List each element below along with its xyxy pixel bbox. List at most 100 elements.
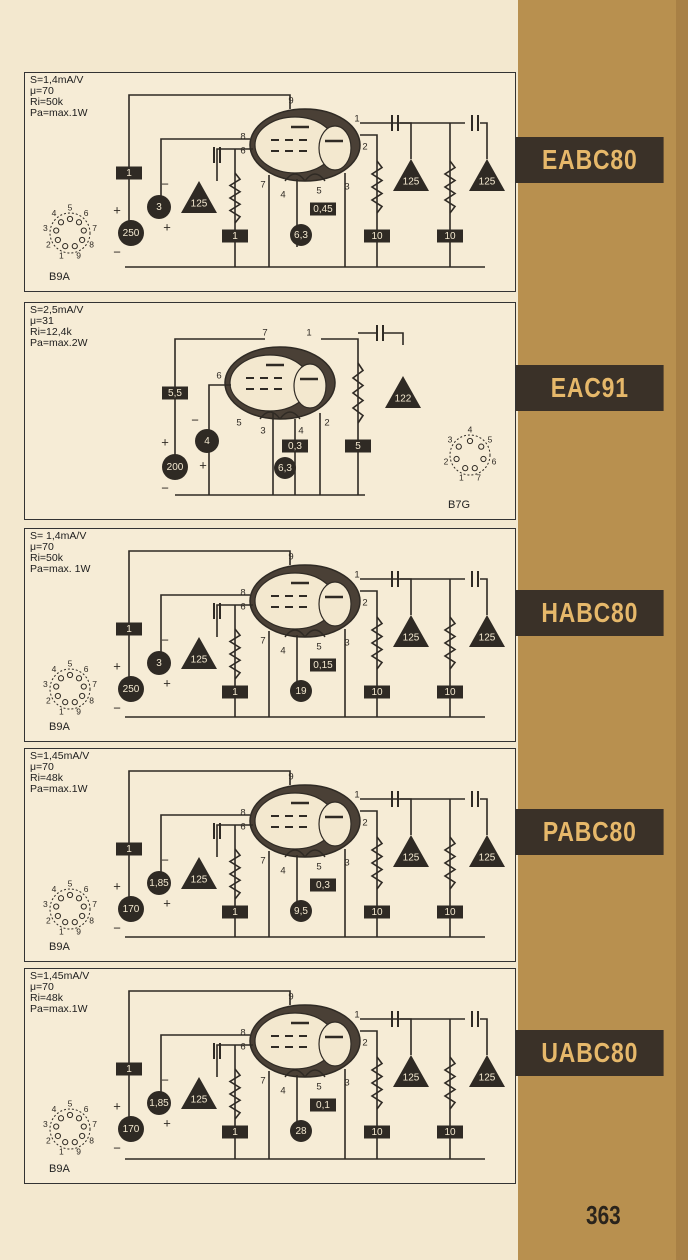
- plus-sign: +: [113, 202, 121, 217]
- grid-bias-circle: [147, 871, 171, 895]
- diode-load-1: [364, 1125, 390, 1139]
- socket-pin: [80, 227, 87, 234]
- heater-filament: [284, 1069, 326, 1078]
- socket-pin: [54, 912, 61, 920]
- grid-bias-circle: [147, 1091, 171, 1115]
- tube-pin-number: 4: [280, 866, 285, 877]
- pin-number: 1: [59, 1147, 64, 1157]
- tube-name-label: UABC80: [516, 1030, 664, 1076]
- tube-name-label: PABC80: [516, 809, 664, 855]
- socket-pin: [75, 219, 83, 226]
- pin-number: 3: [448, 434, 453, 444]
- tube-pin-number: 2: [324, 418, 329, 429]
- minus-sign: −: [113, 920, 121, 935]
- pin-number: 1: [459, 473, 464, 483]
- triode-load-triangle-label: 125: [191, 875, 208, 886]
- parameter-line: Pa=max. 1W: [30, 563, 91, 575]
- socket-pin: [62, 699, 69, 706]
- tube-pin-number: 2: [362, 818, 367, 829]
- wire: [351, 362, 365, 424]
- wire: [400, 1018, 412, 1055]
- diode-load-2-label: 10: [444, 907, 456, 918]
- socket-pin: [62, 243, 69, 250]
- tube-pin-number: 7: [260, 180, 265, 191]
- page-number: 363: [586, 1200, 621, 1230]
- wire: [400, 122, 412, 159]
- tube-pin-number: 7: [262, 328, 267, 339]
- tube-pin-number: 6: [240, 602, 245, 613]
- anode-resistor: [116, 842, 142, 856]
- diode-output-triangle-2: [469, 615, 505, 647]
- socket-pin: [79, 1132, 86, 1140]
- anode-resistor: [116, 166, 142, 180]
- grid-bias-circle: [195, 429, 219, 453]
- parameter-line: S=1,45mA/V: [30, 970, 90, 982]
- pin-number: 7: [92, 899, 97, 909]
- socket-pin: [79, 692, 86, 700]
- supply-circle: [162, 454, 188, 480]
- heater-current-box: [310, 202, 336, 216]
- tube-name-label: EABC80: [516, 137, 664, 183]
- diode-output-triangle-1-label: 125: [403, 853, 420, 864]
- pin-number: 6: [84, 664, 89, 674]
- socket-pin: [57, 219, 65, 226]
- tube-pin-number: 4: [298, 426, 303, 437]
- heater-current-box-label: 0,3: [316, 880, 330, 891]
- heater-current-box-label: 0,45: [313, 204, 333, 215]
- supply-circle-label: 170: [123, 1124, 140, 1135]
- minus-sign: −: [113, 1140, 121, 1155]
- tube-pin-number: 4: [280, 1086, 285, 1097]
- socket-pin: [62, 919, 69, 926]
- tube-pin-number: 1: [306, 328, 311, 339]
- wire: [228, 172, 242, 224]
- socket-pin: [478, 443, 485, 450]
- diode-output-triangle-1-label: 125: [403, 633, 420, 644]
- wire: [443, 616, 457, 670]
- socket-pin: [71, 243, 78, 250]
- socket-pin: [66, 891, 74, 899]
- tube-pin-number: 5: [316, 862, 321, 873]
- anode-resistor: [162, 386, 188, 400]
- base-type: B9A: [49, 941, 70, 953]
- diode-load-2-label: 10: [444, 231, 456, 242]
- wire: [480, 122, 488, 159]
- tube-pin-number: 3: [260, 426, 265, 437]
- tube-pin-number: 8: [240, 808, 245, 819]
- plus-sign: +: [113, 878, 121, 893]
- tube-diode: [318, 581, 352, 627]
- diode-output-triangle-2-label: 125: [479, 177, 496, 188]
- grid-bias-circle-label: 4: [204, 436, 210, 447]
- wire: [160, 138, 250, 207]
- heater-voltage-circle-label: 6,3: [294, 230, 308, 241]
- wire: [370, 836, 384, 890]
- grid-bias-circle-label: 3: [156, 202, 162, 213]
- socket-pin: [471, 465, 478, 472]
- wire: [174, 338, 265, 455]
- minus-sign: −: [161, 480, 169, 495]
- socket-pin: [71, 1139, 78, 1146]
- triode-load-triangle: [181, 857, 217, 889]
- socket-pin: [54, 692, 61, 700]
- minus-sign: −: [161, 632, 169, 647]
- wire: [228, 1068, 242, 1120]
- heater-current-box: [282, 439, 308, 453]
- pin-number: 8: [89, 916, 94, 926]
- parameter-line: Pa=max.1W: [30, 783, 88, 795]
- pin-number: 2: [444, 456, 449, 466]
- diode-resistor-label: 5: [355, 441, 361, 452]
- wire: [216, 604, 253, 637]
- wire: [228, 848, 242, 900]
- tube-pin-number: 6: [240, 1042, 245, 1053]
- wire: [160, 1034, 250, 1099]
- triode-load-triangle: [181, 637, 217, 669]
- supply-circle-label: 250: [123, 684, 140, 695]
- tube-diode: [293, 363, 327, 409]
- pin-number: 1: [59, 707, 64, 717]
- cathode-resistor-label: 1: [232, 907, 238, 918]
